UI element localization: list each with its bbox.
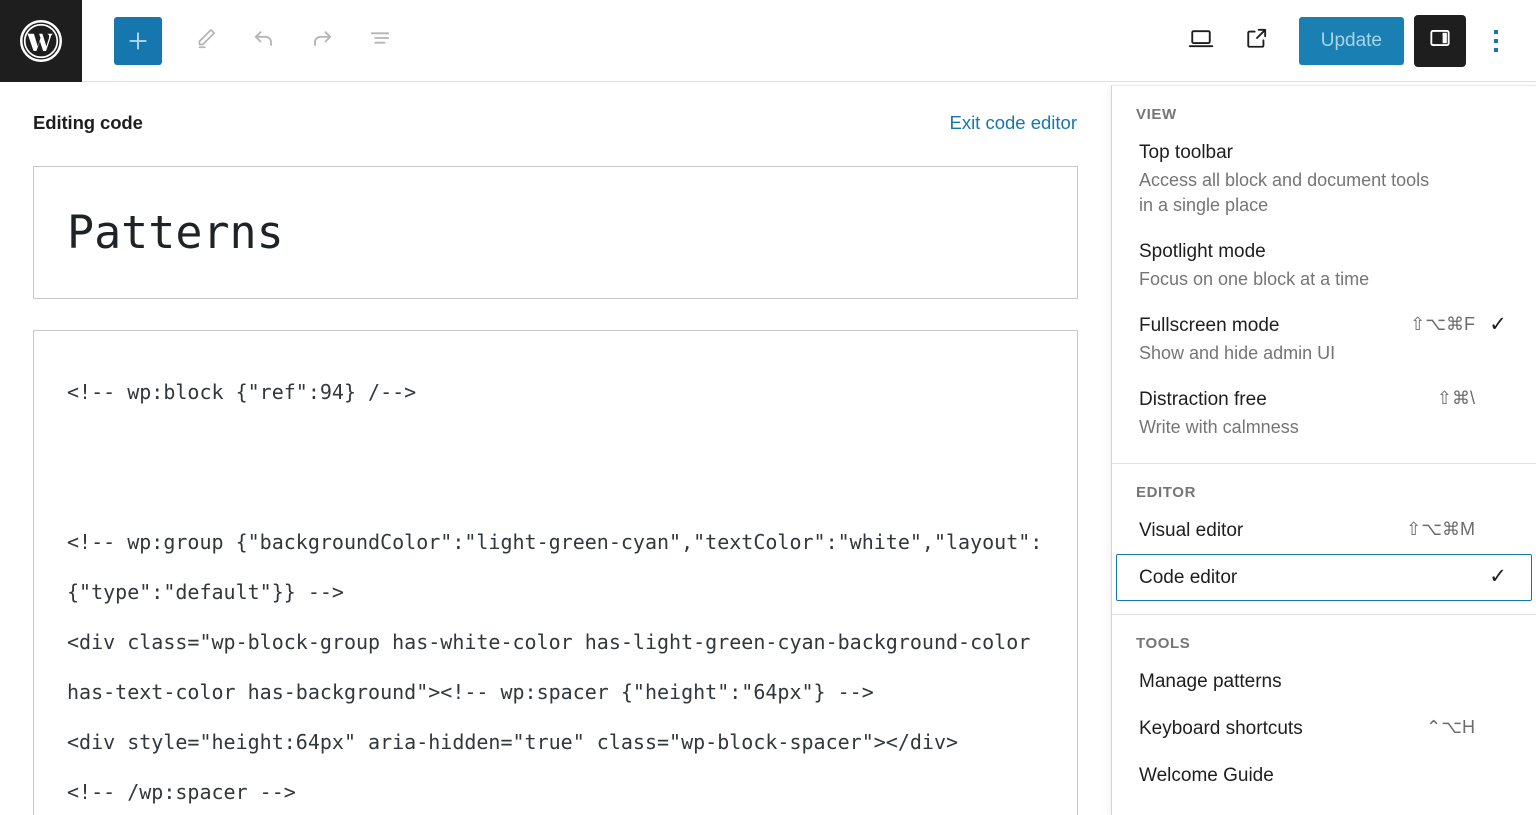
options-menu-button[interactable] bbox=[1472, 15, 1520, 67]
undo-icon bbox=[250, 24, 278, 57]
menu-item-right: ⇧⌥⌘F ✓ bbox=[1400, 312, 1507, 335]
menu-item-texts: Keyboard shortcuts bbox=[1139, 715, 1416, 742]
menu-item-label: Keyboard shortcuts bbox=[1139, 718, 1303, 739]
editor-top-toolbar: Update bbox=[0, 0, 1536, 82]
menu-item-keyboard-shortcuts[interactable]: Keyboard shortcuts ⌃⌥H✓ bbox=[1116, 705, 1532, 752]
menu-item-label: Manage patterns bbox=[1139, 671, 1282, 692]
menu-item-label: Visual editor bbox=[1139, 520, 1244, 541]
wordpress-logo-button[interactable] bbox=[0, 0, 82, 82]
menu-item-texts: Manage patterns bbox=[1139, 668, 1479, 695]
code-editor-header: Editing code Exit code editor bbox=[0, 82, 1111, 134]
redo-icon bbox=[308, 24, 336, 57]
pencil-icon bbox=[193, 25, 219, 56]
menu-item-shortcut: ⌃⌥H bbox=[1426, 717, 1475, 737]
redo-button[interactable] bbox=[298, 17, 346, 65]
menu-item-description: Show and hide admin UI bbox=[1139, 343, 1336, 363]
menu-item-label: Spotlight mode bbox=[1139, 241, 1266, 262]
menu-item-right: ✓ bbox=[1479, 139, 1507, 162]
menu-item-shortcut: ⇧⌘\ bbox=[1436, 388, 1475, 408]
toolbar-right-group: Update bbox=[1173, 13, 1536, 69]
menu-group-label: EDITOR bbox=[1136, 484, 1196, 501]
menu-item-texts: Welcome Guide bbox=[1139, 762, 1479, 789]
list-view-button[interactable] bbox=[356, 17, 404, 65]
code-textarea[interactable]: <!-- wp:block {"ref":94} /--> <!-- wp:gr… bbox=[67, 380, 1043, 804]
post-title-text: Patterns bbox=[67, 206, 284, 259]
menu-item-shortcut: ⇧⌥⌘F bbox=[1410, 314, 1475, 334]
toolbar-left-group bbox=[82, 16, 404, 65]
menu-item-description: Write with calmness bbox=[1139, 417, 1299, 437]
menu-item-label: Distraction free bbox=[1139, 389, 1267, 410]
menu-item-right: ✓ bbox=[1479, 564, 1507, 587]
menu-divider bbox=[1112, 614, 1536, 615]
menu-section-tools: TOOLS Manage patterns ✓ Keyboard shortcuts ⌃… bbox=[1112, 615, 1536, 799]
menu-item-welcome-guide[interactable]: Welcome Guide ✓ bbox=[1116, 752, 1532, 799]
menu-item-manage-patterns[interactable]: Manage patterns ✓ bbox=[1116, 658, 1532, 705]
menu-section-editor: EDITOR Visual editor ⇧⌥⌘M✓ Code editor ✓ bbox=[1112, 464, 1536, 601]
menu-item-right: ⇧⌘\✓ bbox=[1427, 386, 1507, 409]
menu-group-label: VIEW bbox=[1136, 106, 1177, 123]
wordpress-logo-icon bbox=[18, 18, 64, 64]
menu-item-texts: Code editor bbox=[1139, 564, 1479, 591]
menu-item-label: Top toolbar bbox=[1139, 142, 1234, 163]
menu-item-label: Welcome Guide bbox=[1139, 765, 1274, 786]
menu-item-code-editor[interactable]: Code editor ✓ bbox=[1116, 554, 1532, 601]
code-editor-area: Editing code Exit code editor Patterns <… bbox=[0, 82, 1111, 815]
menu-item-checkmark-icon: ✓ bbox=[1489, 313, 1507, 336]
editing-code-label: Editing code bbox=[33, 112, 143, 133]
menu-item-description: Access all block and document tools in a… bbox=[1139, 170, 1430, 215]
menu-item-description: Focus on one block at a time bbox=[1139, 269, 1370, 289]
external-link-icon bbox=[1243, 24, 1271, 57]
sidebar-panel-icon bbox=[1427, 25, 1453, 56]
post-title-field[interactable]: Patterns bbox=[33, 166, 1078, 299]
menu-item-checkmark-icon: ✓ bbox=[1489, 565, 1507, 588]
tools-pencil-button[interactable] bbox=[182, 17, 230, 65]
menu-item-shortcut: ⇧⌥⌘M bbox=[1406, 519, 1475, 539]
settings-sidebar-toggle-button[interactable] bbox=[1414, 14, 1466, 67]
code-textarea-wrapper[interactable]: <!-- wp:block {"ref":94} /--> <!-- wp:gr… bbox=[33, 330, 1078, 815]
preview-button[interactable] bbox=[1173, 13, 1229, 69]
menu-item-label: Code editor bbox=[1139, 567, 1238, 588]
list-view-icon bbox=[366, 24, 394, 57]
menu-item-right: ✓ bbox=[1479, 668, 1507, 691]
menu-item-right: ✓ bbox=[1479, 762, 1507, 785]
exit-code-editor-link[interactable]: Exit code editor bbox=[949, 112, 1077, 133]
undo-button[interactable] bbox=[240, 17, 288, 65]
kebab-dot-icon bbox=[1494, 38, 1498, 43]
desktop-preview-icon bbox=[1186, 23, 1216, 58]
menu-item-label: Fullscreen mode bbox=[1139, 315, 1280, 336]
menu-item-right: ✓ bbox=[1479, 238, 1507, 261]
view-post-button[interactable] bbox=[1229, 13, 1285, 69]
menu-item-right: ⇧⌥⌘M✓ bbox=[1396, 517, 1507, 540]
update-button[interactable]: Update bbox=[1298, 16, 1404, 65]
menu-item-visual-editor[interactable]: Visual editor ⇧⌥⌘M✓ bbox=[1116, 507, 1532, 554]
menu-divider bbox=[1112, 463, 1536, 464]
menu-item-texts: Visual editor bbox=[1139, 517, 1396, 544]
menu-group-label: TOOLS bbox=[1136, 635, 1191, 652]
kebab-dot-icon bbox=[1494, 29, 1498, 34]
kebab-dot-icon bbox=[1494, 47, 1498, 52]
add-block-button[interactable] bbox=[114, 16, 162, 65]
menu-item-right: ⌃⌥H✓ bbox=[1416, 715, 1507, 738]
plus-icon bbox=[125, 28, 151, 54]
